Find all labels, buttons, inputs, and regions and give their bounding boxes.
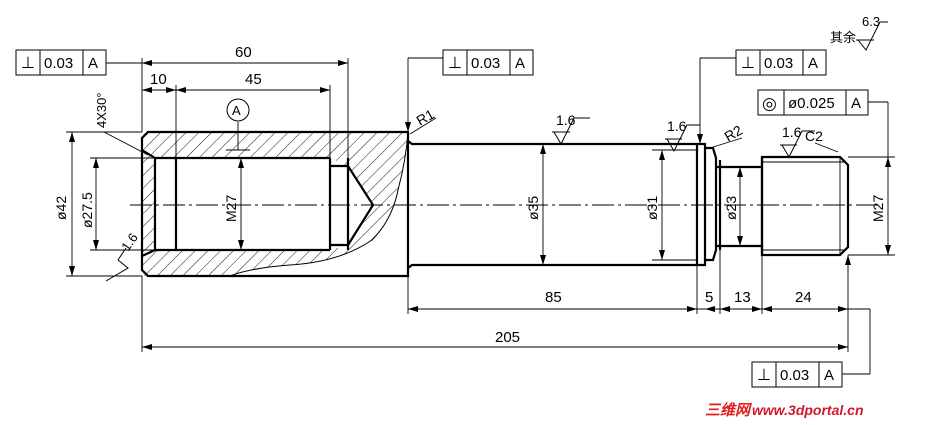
- dim-seg-24: 24: [795, 289, 812, 306]
- roughness-1: 1.6: [556, 112, 576, 128]
- frame-concentricity: ◎ ø0.025 A: [757, 89, 869, 116]
- roughness-symbols: [105, 21, 888, 282]
- dim-dia-31: ø31: [644, 196, 660, 220]
- frame-4-value: ø0.025: [788, 95, 835, 112]
- frame-perpendicular-1: ⊥ 0.03 A: [15, 49, 107, 76]
- watermark: 三维网 www.3dportal.cn: [705, 402, 864, 419]
- dim-thread-depth: 45: [245, 71, 262, 88]
- dim-chamfer-bore: 4X30°: [94, 92, 109, 128]
- dim-dia-23: ø23: [723, 196, 739, 220]
- frame-1-symbol: ⊥: [21, 55, 35, 72]
- frame-3-symbol: ⊥: [741, 55, 755, 72]
- dim-dia-27-5: ø27.5: [79, 192, 95, 228]
- section-hatching: [142, 132, 408, 276]
- frame-5-value: 0.03: [780, 367, 809, 384]
- dim-overall: 205: [495, 329, 520, 346]
- frame-perpendicular-3: ⊥ 0.03 A: [735, 49, 827, 76]
- roughness-rest-label: 其余: [830, 30, 856, 45]
- dim-dia-42: ø42: [53, 196, 69, 220]
- datum-a-label: A: [232, 103, 241, 118]
- frame-2-symbol: ⊥: [448, 55, 462, 72]
- dim-thread-inner: M27: [223, 195, 239, 222]
- roughness-3: 1.6: [782, 124, 802, 140]
- dim-seg-13: 13: [734, 289, 751, 306]
- frame-2-value: 0.03: [471, 55, 500, 72]
- watermark-cn: 三维网: [705, 402, 753, 419]
- dim-seg-5: 5: [705, 289, 713, 306]
- dim-chamfer-2: C2: [805, 128, 823, 144]
- frame-3-datum: A: [808, 55, 818, 72]
- dim-bore-offset: 10: [150, 71, 167, 88]
- frame-5-symbol: ⊥: [757, 367, 771, 384]
- dim-seg-85: 85: [545, 289, 562, 306]
- watermark-url: www.3dportal.cn: [752, 402, 864, 418]
- arrowheads: [69, 60, 891, 350]
- thread-lines: [762, 157, 846, 255]
- roughness-2: 1.6: [667, 118, 687, 134]
- frame-1-datum: A: [88, 55, 98, 72]
- frame-2-datum: A: [515, 55, 525, 72]
- dim-bore-length: 60: [235, 44, 252, 61]
- dim-dia-35: ø35: [525, 196, 541, 220]
- break-line: [229, 131, 409, 277]
- frame-4-symbol: ◎: [762, 94, 777, 113]
- frame-perpendicular-2: ⊥ 0.03 A: [442, 49, 534, 76]
- dimension-lines: [66, 57, 895, 375]
- datum-a: A: [226, 98, 250, 122]
- frame-4-datum: A: [851, 95, 861, 112]
- dim-radius-1: R1: [414, 106, 438, 129]
- frame-5-datum: A: [824, 367, 834, 384]
- frame-1-value: 0.03: [44, 55, 73, 72]
- frame-perpendicular-4: ⊥ 0.03 A: [751, 361, 843, 388]
- dim-thread-outer: M27: [870, 195, 886, 222]
- frame-3-value: 0.03: [764, 55, 793, 72]
- roughness-rest-value: 6.3: [862, 14, 880, 29]
- dim-radius-2: R2: [722, 122, 746, 145]
